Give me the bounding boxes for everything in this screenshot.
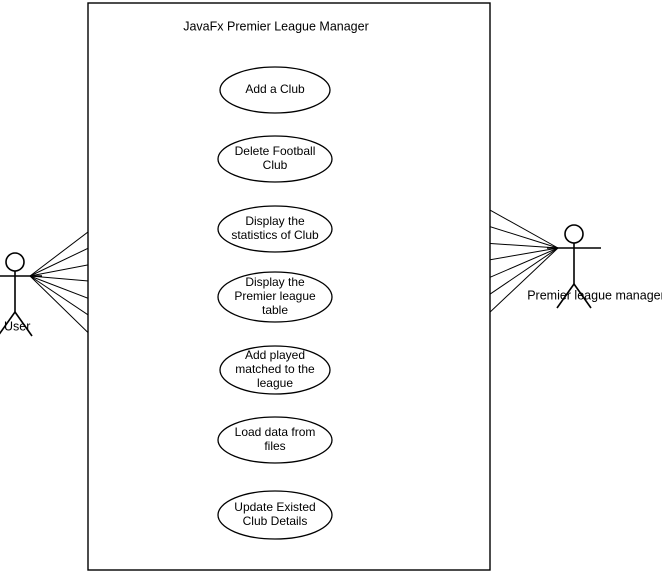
use-case-label: Update Existed: [234, 500, 315, 514]
use-case-label: Display the: [245, 275, 305, 289]
use-case-label: Add played: [245, 348, 305, 362]
use-case-label: Delete Football: [235, 144, 316, 158]
use-case-ellipse: [217, 271, 333, 323]
use-case-label: Club Details: [243, 514, 308, 528]
use-case-label: files: [264, 439, 285, 453]
use-case-ellipse: [217, 135, 333, 183]
use-case-label: league: [257, 376, 293, 390]
actor-label: User: [4, 319, 30, 333]
actor-head-icon: [5, 252, 25, 272]
actor-label: Premier league manager: [527, 288, 662, 302]
actor-left-leg-line: [0, 311, 16, 335]
use-case-ellipse: [219, 66, 331, 114]
actors-group: User Premier league manager: [0, 224, 662, 337]
use-case-ellipse: [217, 205, 333, 253]
use-case-label: Club: [263, 158, 288, 172]
use-case-add-a-club[interactable]: Add a Club: [219, 66, 331, 114]
use-case-label: table: [262, 303, 288, 317]
actor-premier-league-manager[interactable]: Premier league manager: [527, 224, 662, 309]
use-case-ellipse: [217, 416, 333, 464]
use-case-label: Add a Club: [245, 82, 305, 96]
actor-head-icon: [564, 224, 584, 244]
actor-right-leg-line: [14, 311, 33, 337]
use-case-label: statistics of Club: [231, 228, 319, 242]
use-case-ellipse: [219, 345, 331, 395]
use-case-label: Premier league: [234, 289, 316, 303]
use-case-ellipse: [217, 490, 333, 540]
system-boundary-title: JavaFx Premier League Manager: [183, 19, 369, 33]
actor-user[interactable]: User: [0, 252, 42, 337]
use-case-label: Load data from: [235, 425, 316, 439]
actor-right-leg-line: [573, 283, 592, 309]
actor-left-leg-line: [556, 283, 575, 309]
use-case-label: Display the: [245, 214, 305, 228]
use-case-label: matched to the: [235, 362, 315, 376]
